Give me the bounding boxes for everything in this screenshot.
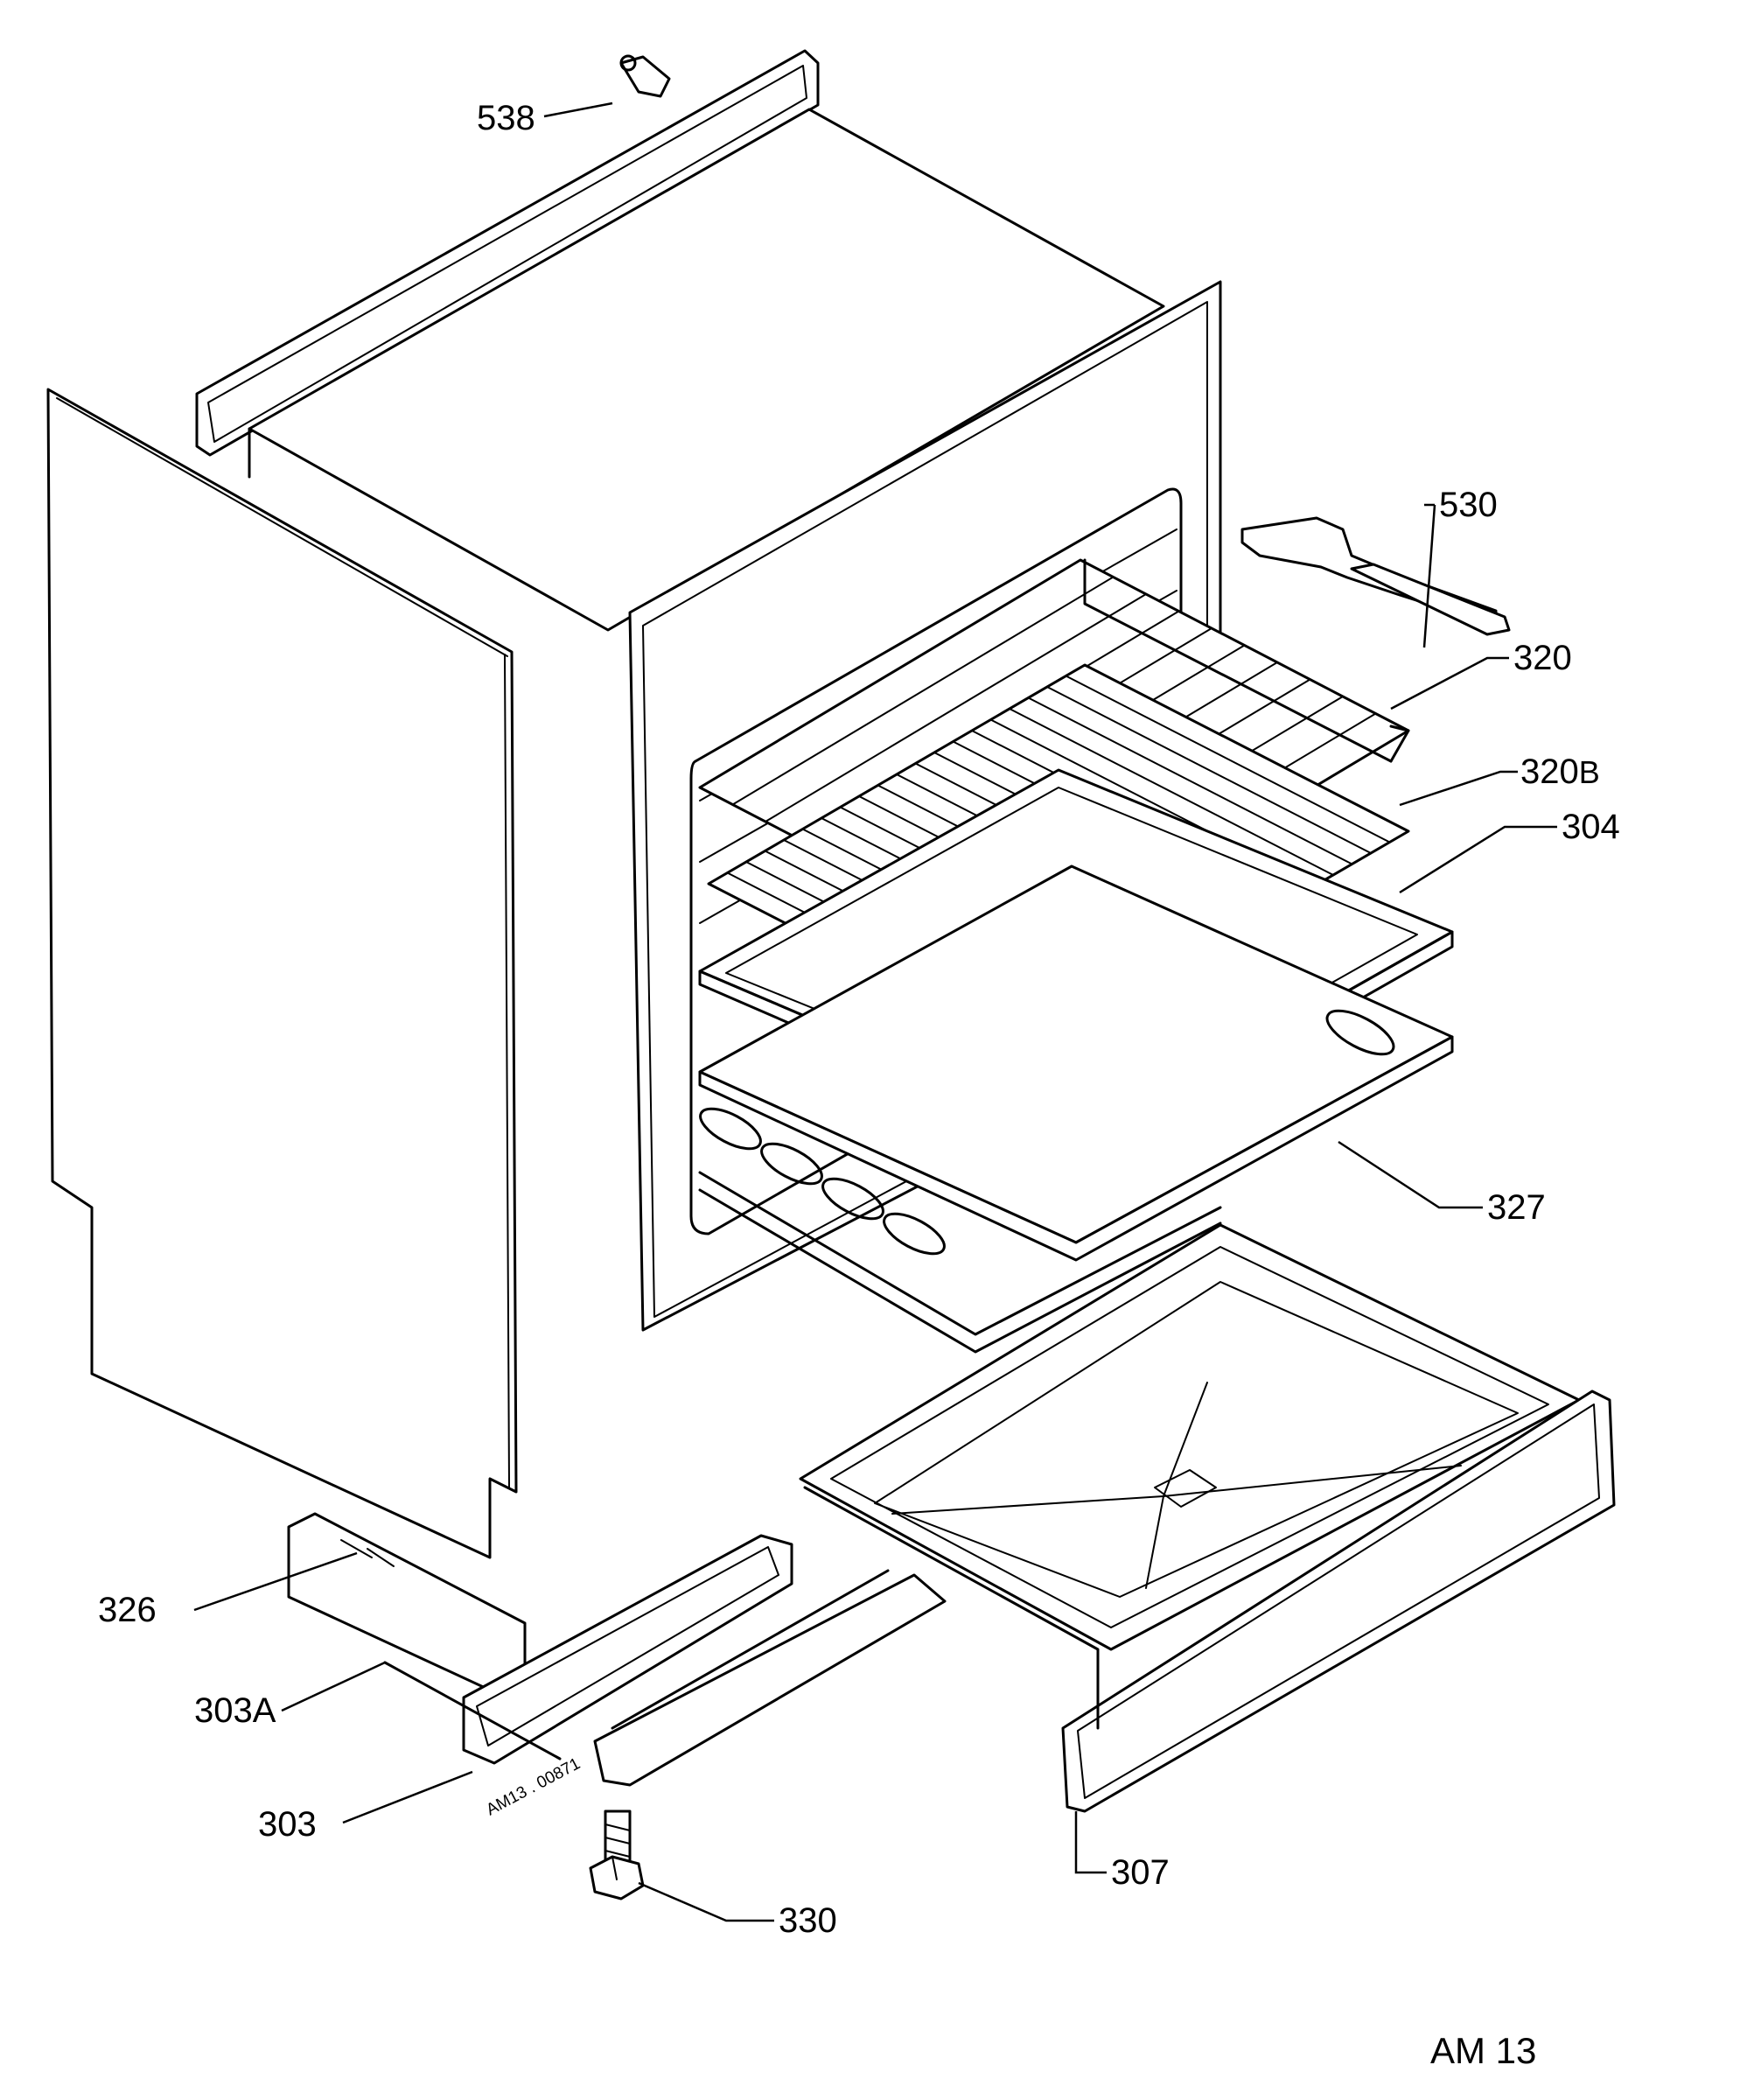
bracket-530 [1240,516,1511,636]
callout-320b-suffix: B [1579,754,1600,790]
callout-530: 530 [1439,486,1498,524]
leader-303 [342,1770,473,1824]
leader-320b [1399,770,1518,807]
side-panel [46,388,518,1559]
callout-307: 307 [1111,1853,1170,1892]
leader-304 [1399,825,1557,894]
drawing-id: AM 13 [1430,2030,1536,2071]
leader-307 [1074,1811,1107,1874]
shelf-320-rod [765,593,1147,822]
plinth-rails [287,1512,947,1787]
callout-538: 538 [477,99,535,137]
tray-327 [698,864,1454,1354]
screw-330 [589,1810,645,1900]
callout-labels: 538 530 320 320B 304 327 326 303A 303 33… [98,99,1620,1940]
callout-320b: 320B [1520,752,1600,791]
leader-303a [281,1661,386,1712]
callout-304: 304 [1562,808,1620,846]
leader-330 [638,1881,774,1922]
screw-538 [619,54,671,98]
shelf-320b-rod [1009,708,1334,876]
callout-320b-number: 320 [1520,752,1579,791]
leader-326 [193,1551,358,1612]
shelf-320-rod [731,576,1115,806]
leader-530-b [1422,504,1436,648]
callout-303a: 303A [194,1691,276,1730]
callout-326: 326 [98,1591,157,1629]
callout-303: 303 [258,1805,317,1844]
panel-code: AM13 . 00871 [483,1754,583,1819]
shelf-320b-rod [1046,686,1372,854]
drawer-307 [799,1223,1616,1813]
leader-lines [193,102,1557,1922]
shelf-320b-rod [1027,696,1353,865]
leader-327 [1338,1140,1483,1209]
leader-320 [1390,656,1509,710]
shelf-320b-rod [1065,675,1391,844]
callout-320: 320 [1513,639,1572,677]
callout-327: 327 [1487,1188,1546,1227]
callout-330: 330 [779,1901,837,1940]
leader-538 [543,102,613,118]
